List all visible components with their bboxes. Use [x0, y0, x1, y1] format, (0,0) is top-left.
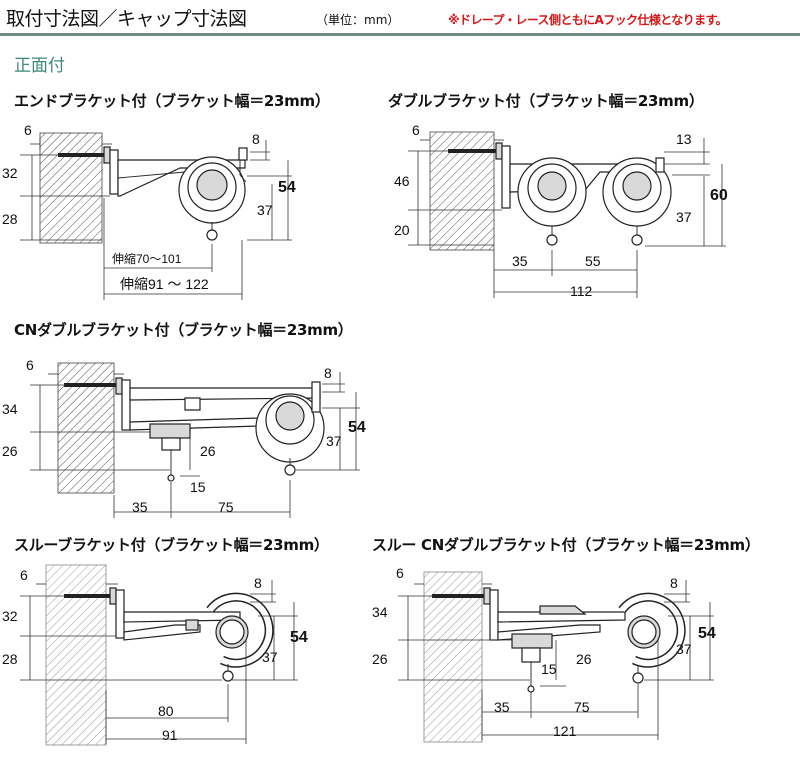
- dim-54: 54: [348, 419, 366, 436]
- dim-28: 28: [2, 211, 18, 227]
- dim-35: 35: [494, 699, 510, 715]
- dim-6: 6: [412, 122, 420, 138]
- dim-8: 8: [254, 575, 262, 591]
- dim-91: 91: [162, 727, 178, 743]
- dim-121: 121: [553, 723, 577, 739]
- dim-37: 37: [257, 202, 273, 218]
- dim-8: 8: [670, 575, 678, 591]
- dim-15: 15: [541, 661, 557, 677]
- dim-34: 34: [372, 604, 388, 620]
- cn-runner: [149, 423, 191, 482]
- dim-46: 46: [394, 173, 410, 189]
- cn-runner: [511, 633, 553, 693]
- diagram-title: スルーブラケット付（ブラケット幅＝23mm）: [14, 536, 329, 554]
- dim-54: 54: [290, 629, 308, 646]
- dim-26: 26: [372, 651, 388, 667]
- dim-20: 20: [394, 222, 410, 238]
- dim-32: 32: [2, 165, 18, 181]
- dim-75: 75: [574, 699, 590, 715]
- dim-80: 80: [158, 703, 174, 719]
- dim-34: 34: [2, 401, 18, 417]
- dim-60: 60: [710, 187, 728, 204]
- diagram-double-bracket: ダブルブラケット付（ブラケット幅＝23mm）: [388, 92, 728, 299]
- header: 取付寸法図／キャップ寸法図 （単位：mm） ※ドレープ・レース側ともにAフック仕…: [0, 0, 800, 40]
- wall: [39, 132, 103, 244]
- dim-75: 75: [218, 499, 234, 515]
- dimension-lines: [20, 138, 292, 300]
- dim-6: 6: [20, 567, 28, 583]
- bracket-arm: [121, 379, 321, 431]
- dim-6: 6: [396, 565, 404, 581]
- diagram-title: スルー CNダブルブラケット付（ブラケット幅＝23mm）: [372, 536, 760, 554]
- diagram-title: エンドブラケット付（ブラケット幅＝23mm）: [14, 92, 330, 110]
- wall: [423, 571, 483, 743]
- hook-note: ※ドレープ・レース側ともにAフック仕様となります。: [448, 13, 728, 27]
- dim-37: 37: [676, 641, 692, 657]
- dim-6: 6: [24, 122, 32, 138]
- rod-holder-front: [517, 157, 587, 246]
- bracket-arm: [115, 589, 241, 641]
- dim-26b: 26: [200, 443, 216, 459]
- rod-holder: [178, 147, 248, 241]
- dim-8: 8: [324, 365, 332, 381]
- dim-35: 35: [512, 253, 528, 269]
- dim-26: 26: [2, 443, 18, 459]
- header-rule: [0, 33, 800, 36]
- page-title: 取付寸法図／キャップ寸法図: [6, 8, 247, 30]
- dimension-lines: [398, 580, 714, 740]
- wall: [57, 362, 115, 494]
- dim-37: 37: [676, 209, 692, 225]
- diagram-cn-double-bracket: CNダブルブラケット付（ブラケット幅＝23mm）: [2, 321, 366, 518]
- rod-holder-c: [618, 592, 686, 684]
- dim-28: 28: [2, 651, 18, 667]
- dim-37: 37: [326, 433, 342, 449]
- diagram-through-bracket: スルーブラケット付（ブラケット幅＝23mm）: [2, 536, 329, 746]
- dim-26b: 26: [576, 651, 592, 667]
- rod-holder-c: [206, 592, 274, 682]
- dimension-lines: [30, 372, 360, 518]
- rod-holder: [255, 381, 325, 476]
- dimension-lines: [408, 138, 726, 298]
- dim-8: 8: [252, 131, 260, 147]
- dimension-lines: [20, 580, 298, 744]
- dim-55: 55: [585, 253, 601, 269]
- dim-54: 54: [278, 179, 296, 196]
- dim-32: 32: [2, 608, 18, 624]
- diagram-end-bracket: エンドブラケット付（ブラケット幅＝23mm）: [2, 92, 330, 300]
- section-subtitle: 正面付: [14, 56, 65, 76]
- dim-112: 112: [570, 283, 593, 299]
- dim-37: 37: [262, 649, 278, 665]
- diagram-title: CNダブルブラケット付（ブラケット幅＝23mm）: [14, 321, 353, 339]
- dim-15: 15: [190, 479, 206, 495]
- unit-label: （単位：mm）: [316, 13, 400, 27]
- dim-35: 35: [132, 499, 148, 515]
- dim-extension-long: 伸縮91 ～ 122: [120, 276, 209, 292]
- wall: [45, 564, 107, 746]
- dim-54: 54: [698, 625, 716, 642]
- rod-holder-back: [602, 157, 672, 246]
- dim-extension-short: 伸縮70～101: [112, 251, 182, 266]
- diagram-through-cn-double-bracket: スルー CNダブルブラケット付（ブラケット幅＝23mm）: [372, 536, 760, 743]
- dim-6: 6: [26, 357, 34, 373]
- diagram-title: ダブルブラケット付（ブラケット幅＝23mm）: [388, 92, 704, 110]
- bracket-arm: [489, 589, 626, 641]
- dim-13: 13: [676, 131, 692, 147]
